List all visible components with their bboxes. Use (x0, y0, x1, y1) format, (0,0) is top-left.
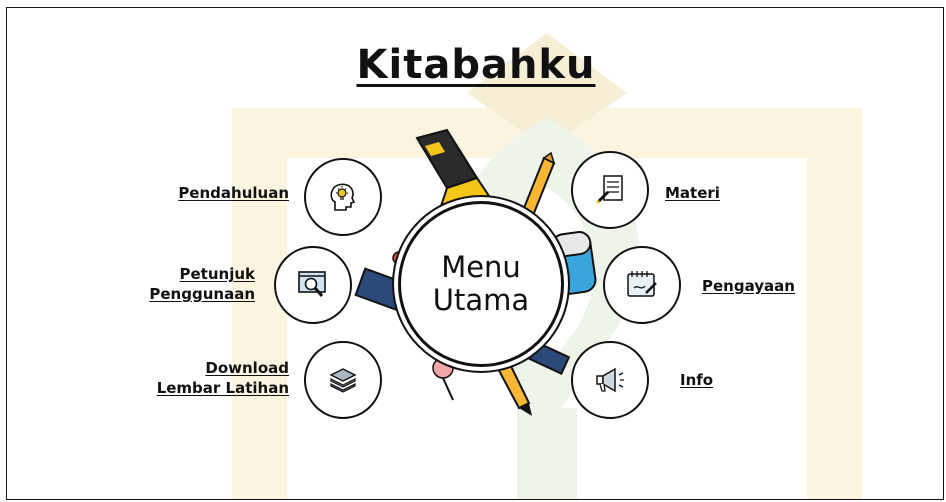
lower-pencil-illustration (493, 356, 532, 416)
pengayaan-button[interactable] (603, 246, 681, 324)
hub-line-2: Utama (432, 283, 530, 317)
main-frame: Kitabahku (6, 7, 944, 500)
petunjuk-penggunaan-link[interactable]: Petunjuk Penggunaan (127, 264, 255, 304)
hub-line-1: Menu (441, 249, 521, 284)
download-lembar-latihan-link[interactable]: Download Lembar Latihan (127, 358, 289, 398)
main-menu-hub: Menu Utama (398, 201, 564, 367)
notebook-pen-icon (627, 271, 657, 297)
info-link[interactable]: Info (680, 371, 714, 389)
petunjuk-penggunaan-button[interactable] (274, 246, 352, 324)
petunjuk-line-1: Petunjuk (179, 265, 256, 283)
download-line-1: Download (205, 359, 289, 377)
head-lightbulb-icon (330, 183, 356, 211)
download-line-2: Lembar Latihan (156, 379, 289, 397)
pendahuluan-button[interactable] (304, 158, 382, 236)
petunjuk-line-2: Penggunaan (149, 285, 255, 303)
layers-icon (329, 368, 357, 393)
pendahuluan-link[interactable]: Pendahuluan (178, 184, 289, 202)
app-title: Kitabahku (356, 42, 596, 88)
info-button[interactable] (571, 341, 649, 419)
checklist-document-icon (595, 175, 623, 205)
pencil-illustration (520, 151, 556, 220)
pengayaan-link[interactable]: Pengayaan (702, 277, 795, 295)
pin-illustration (432, 357, 454, 401)
megaphone-icon (596, 367, 624, 393)
magnifier-screen-icon (298, 271, 326, 297)
materi-button[interactable] (571, 151, 649, 229)
materi-link[interactable]: Materi (665, 184, 720, 202)
download-lembar-latihan-button[interactable] (304, 341, 382, 419)
